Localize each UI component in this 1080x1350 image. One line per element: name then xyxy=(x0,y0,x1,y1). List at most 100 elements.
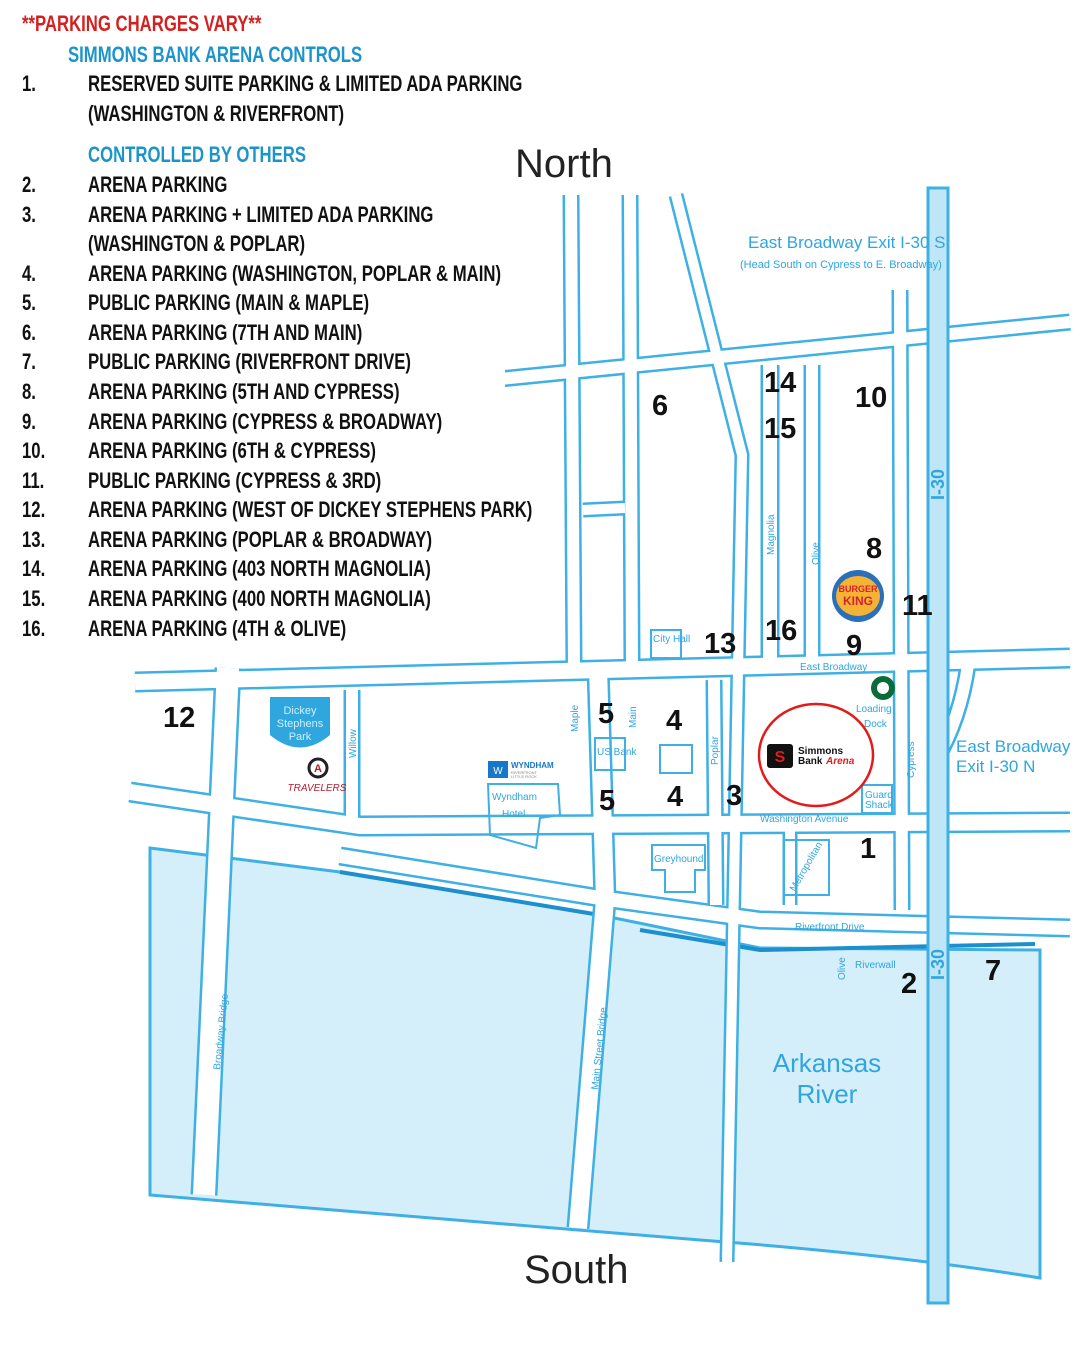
road-fill xyxy=(489,316,1071,386)
legend-item-number: 2. xyxy=(22,172,36,197)
wyndham-text-2: RIVERFRONT xyxy=(511,770,538,775)
travelers-logo: A TRAVELERS xyxy=(288,757,347,794)
legend-item-text: PUBLIC PARKING (CYPRESS & 3RD) xyxy=(88,468,382,493)
main-label: Main xyxy=(628,706,639,728)
legend-item-number: 12. xyxy=(22,497,46,522)
svg-text:S: S xyxy=(775,749,786,766)
south-label: South xyxy=(524,1248,629,1292)
legend-item-number: 11. xyxy=(22,468,45,493)
legend-item-number: 6. xyxy=(22,320,36,345)
legend-item-text: ARENA PARKING (4TH & OLIVE) xyxy=(88,616,347,641)
lot-9: 9 xyxy=(846,630,862,662)
north-label: North xyxy=(515,142,613,186)
park-label-2: Stephens xyxy=(277,718,324,730)
wyndham-hotel-label-2: Hotel xyxy=(502,809,525,820)
city-hall-label: City Hall xyxy=(653,634,690,645)
us-bank-building xyxy=(594,737,626,771)
travelers-text: TRAVELERS xyxy=(288,783,347,794)
i30-label-north: I-30 xyxy=(928,469,948,500)
dickey-stephens-park xyxy=(270,697,330,748)
arena-logo-text-1: Simmons xyxy=(798,746,843,757)
olive-south-label: Olive xyxy=(837,957,848,980)
riverfront-label: Riverfront Drive xyxy=(795,922,865,933)
city-hall-building xyxy=(650,629,682,659)
lot-numbers: 14 15 10 6 8 11 16 9 13 12 5 5 4 4 3 1 2… xyxy=(163,367,1001,1000)
legend-item-text: ARENA PARKING + LIMITED ADA PARKING xyxy=(88,202,434,227)
charges-warning: **PARKING CHARGES VARY** xyxy=(22,11,262,36)
wyndham-hotel-building xyxy=(486,783,562,850)
city-services-building xyxy=(659,744,693,774)
svg-text:A: A xyxy=(314,763,322,775)
lot-13: 13 xyxy=(704,628,736,660)
legend-item-number: 9. xyxy=(22,409,36,434)
lot-3: 3 xyxy=(726,780,742,812)
burger-king-text-2: KING xyxy=(843,594,873,608)
lot-6: 6 xyxy=(652,390,668,422)
river-bank xyxy=(339,870,601,917)
burger-king-text-1: BURGER xyxy=(838,584,878,594)
exit-south-note: (Head South on Cypress to E. Broadway) xyxy=(740,259,942,271)
road-fill xyxy=(193,667,239,1196)
roads xyxy=(128,193,1071,1263)
loading-dock-label-2: Dock xyxy=(864,719,888,730)
legend-item-text: PUBLIC PARKING (MAIN & MAPLE) xyxy=(88,290,370,315)
simmons-logo-mark xyxy=(767,744,793,768)
road-fill xyxy=(894,289,908,911)
loading-dock-label-1: Loading xyxy=(856,704,892,715)
lot-2: 2 xyxy=(901,968,917,1000)
road-fill xyxy=(338,849,1071,935)
greyhound-building xyxy=(651,844,706,893)
i30-label-south: I-30 xyxy=(928,949,948,980)
legend-item-number: 13. xyxy=(22,527,46,552)
legend-item-text: ARENA PARKING (7TH AND MAIN) xyxy=(88,320,363,345)
lot-5-north: 5 xyxy=(598,698,614,730)
legend-item-text: ARENA PARKING (400 NORTH MAGNOLIA) xyxy=(88,586,431,611)
exit-north-label-2: Exit I-30 N xyxy=(956,757,1035,776)
wyndham-logo: W WYNDHAM RIVERFRONT LITTLE ROCK xyxy=(488,761,554,779)
wyndham-text-3: LITTLE ROCK xyxy=(511,774,537,779)
olive-label: Olive xyxy=(811,542,822,565)
parking-legend: **PARKING CHARGES VARY** SIMMONS BANK AR… xyxy=(0,0,532,655)
legend-item-number: 10. xyxy=(22,438,46,463)
legend-item-text: (WASHINGTON & POPLAR) xyxy=(88,231,306,256)
lot-4-south: 4 xyxy=(667,781,683,813)
exit-south-label: East Broadway Exit I-30 S xyxy=(748,233,945,252)
lot-4-north: 4 xyxy=(666,705,682,737)
legend-item-text: ARENA PARKING (WASHINGTON, POPLAR & MAIN… xyxy=(88,261,502,286)
legend-item-text: ARENA PARKING xyxy=(88,172,228,197)
legend-item-text: ARENA PARKING (5TH AND CYPRESS) xyxy=(88,379,400,404)
greyhound-label: Greyhound xyxy=(654,854,703,865)
legend-item-number: 3. xyxy=(22,202,36,227)
guard-shack-label-1: Guard xyxy=(865,790,893,801)
magnolia-label: Magnolia xyxy=(766,514,777,555)
guard-shack-building xyxy=(861,784,893,814)
lot-10: 10 xyxy=(855,382,887,414)
wyndham-hotel-label-1: Wyndham xyxy=(492,792,537,803)
legend-item-text: (WASHINGTON & RIVERFRONT) xyxy=(88,101,345,126)
maple-label: Maple xyxy=(570,704,581,732)
lot-12: 12 xyxy=(163,702,195,734)
metropolitan-building xyxy=(783,839,830,896)
road-fill xyxy=(582,503,626,515)
burger-king-logo: BURGER KING xyxy=(832,570,884,622)
wyndham-text-1: WYNDHAM xyxy=(511,761,554,770)
arena-logo-text-2: Bank xyxy=(798,756,823,767)
legend-item-number: 15. xyxy=(22,586,46,611)
park-label-1: Dickey xyxy=(283,705,317,717)
riverwall-label: Riverwall xyxy=(855,960,896,971)
lot-7: 7 xyxy=(985,955,1001,987)
legend-item-number: 16. xyxy=(22,616,46,641)
road-fill xyxy=(671,193,748,1263)
lot-15: 15 xyxy=(764,413,796,445)
legend-item-number: 4. xyxy=(22,261,36,286)
lot-8: 8 xyxy=(866,533,882,565)
road-fill xyxy=(569,667,615,1229)
road-fill xyxy=(128,784,1071,835)
legend-item-number: 8. xyxy=(22,379,36,404)
exit-north-label-1: East Broadway xyxy=(956,737,1071,756)
lot-1: 1 xyxy=(860,833,876,865)
interstate-i30 xyxy=(926,186,950,1305)
arena-logo-text-3: Arena xyxy=(825,756,855,767)
park-label-3: Park xyxy=(289,731,312,743)
legend-item-text: RESERVED SUITE PARKING & LIMITED ADA PAR… xyxy=(88,71,523,96)
